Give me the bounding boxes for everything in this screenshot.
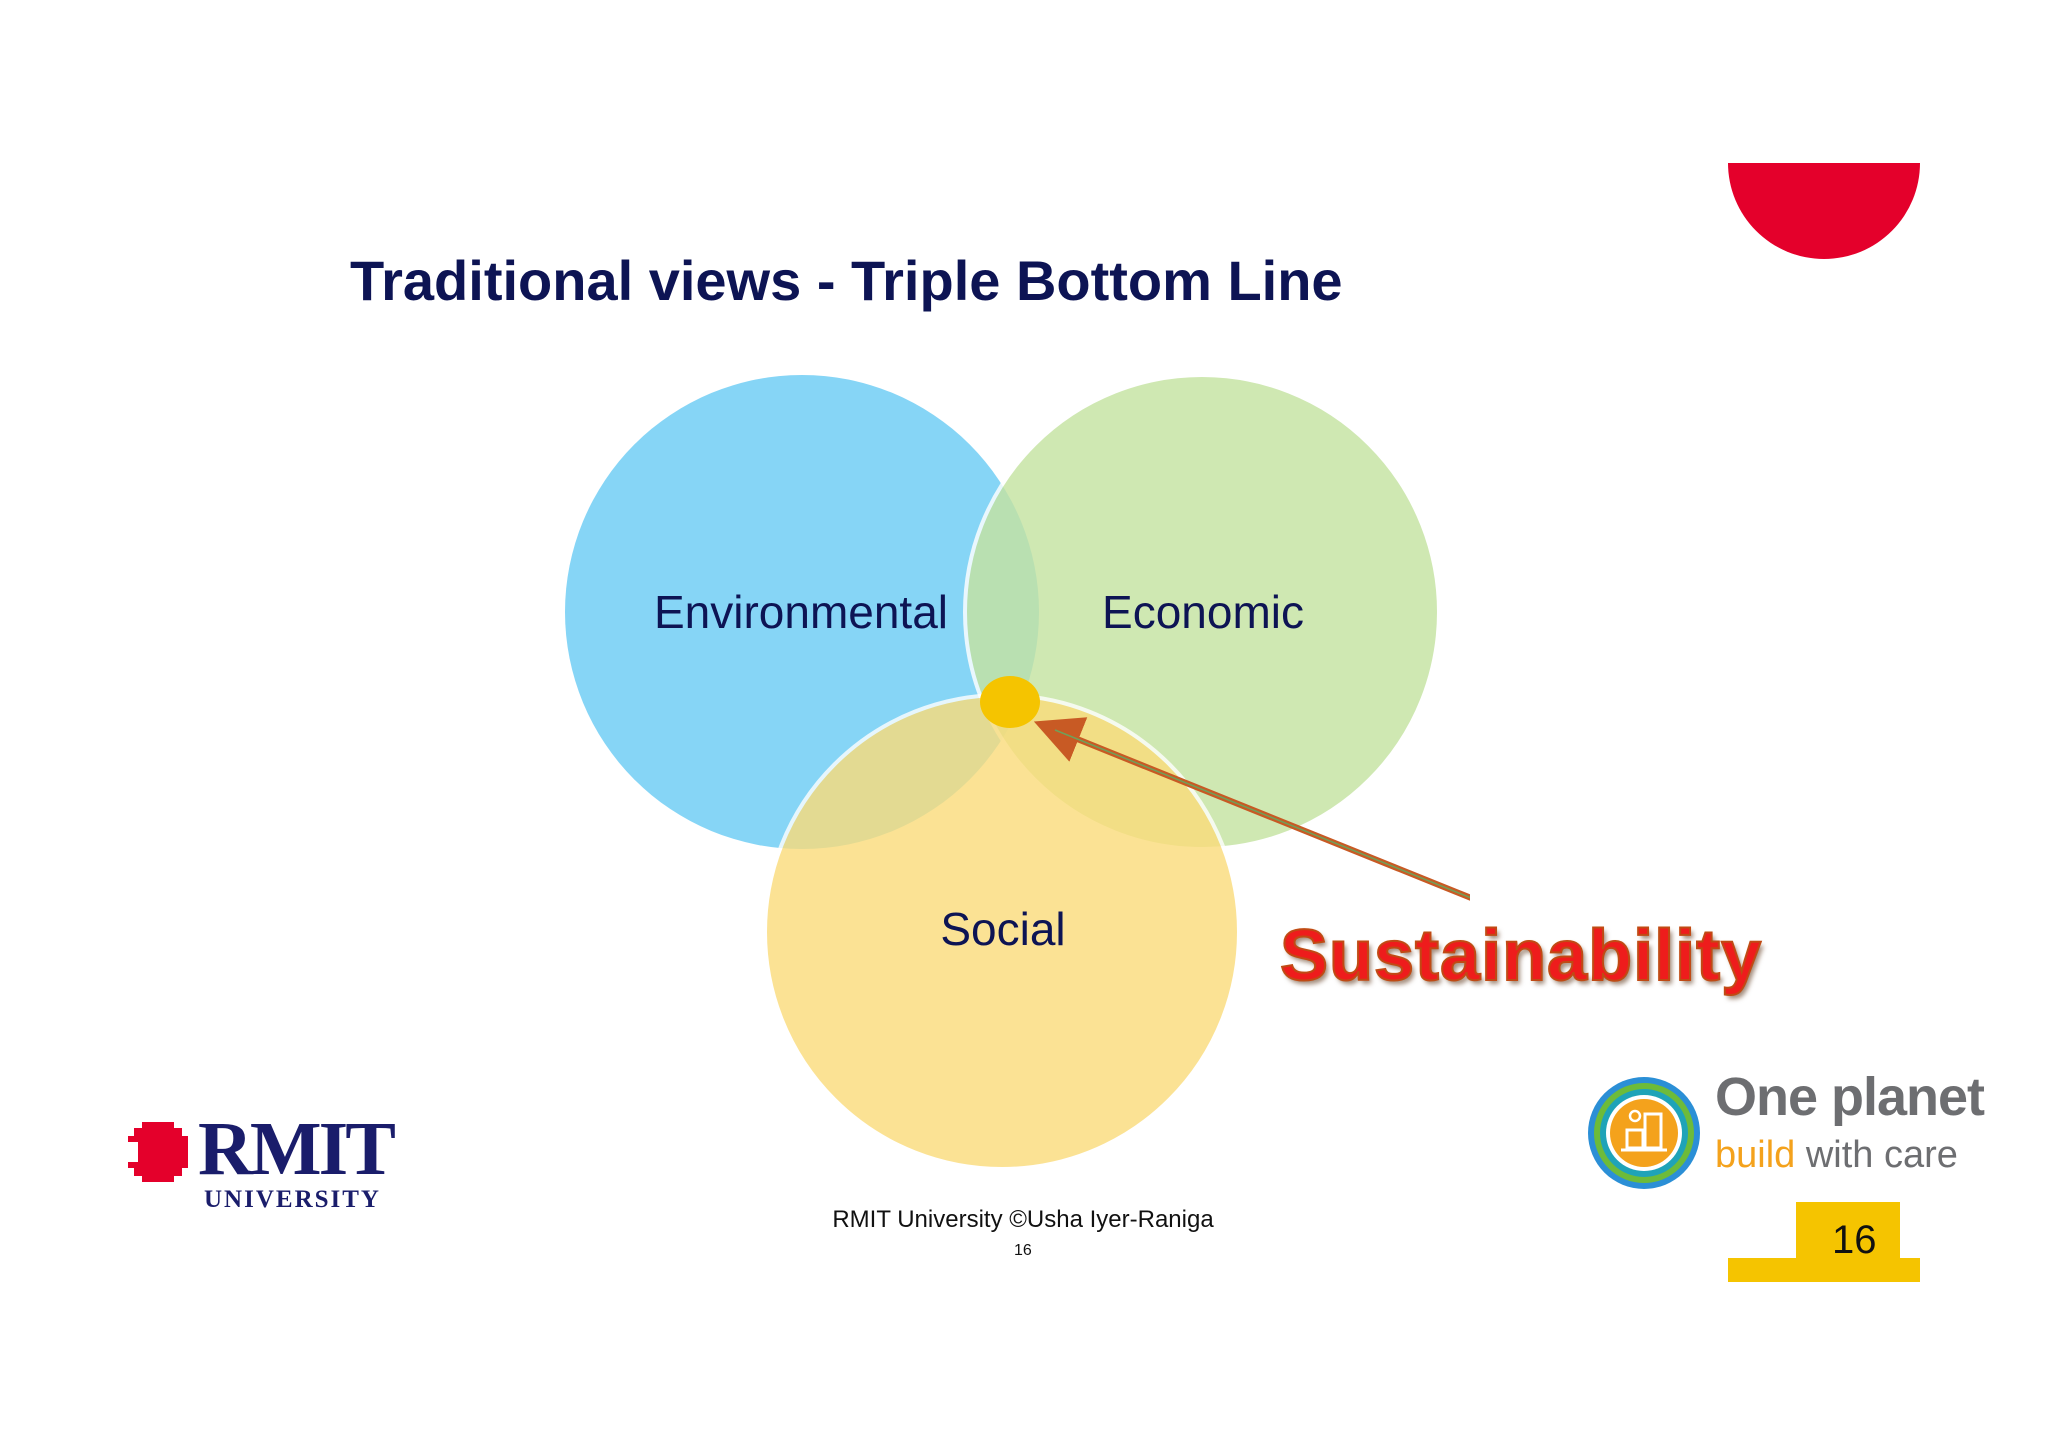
footer-credit: RMIT University ©Usha Iyer-Raniga xyxy=(0,1206,2048,1234)
red-accent-shape xyxy=(1728,163,1920,259)
one-planet-globe-icon xyxy=(1588,1077,1700,1189)
page-number-badge xyxy=(1728,1202,1920,1282)
sustainability-center-dot xyxy=(980,676,1040,728)
rmit-logo: RMIT UNIVERSITY xyxy=(128,1107,396,1220)
page-number: 16 xyxy=(1832,1218,1877,1262)
sustainability-callout: Sustainability xyxy=(1279,915,1763,997)
footer-credit-text: RMIT University ©Usha Iyer-Raniga xyxy=(832,1206,1214,1233)
tagline-with-care: with care xyxy=(1805,1134,1958,1176)
tagline-build: build xyxy=(1715,1134,1796,1176)
one-planet-title: One planet xyxy=(1715,1067,1985,1127)
one-planet-tagline: build with care xyxy=(1715,1134,1958,1177)
rmit-university-text: UNIVERSITY xyxy=(204,1186,381,1213)
rmit-wordmark: RMIT xyxy=(198,1107,396,1191)
footer-page-number: 16 xyxy=(1014,1242,1032,1259)
rmit-pixel-mark-icon xyxy=(128,1122,188,1182)
social-label: Social xyxy=(940,903,1066,955)
venn-diagram xyxy=(565,373,1470,1171)
one-planet-logo: One planet build with care xyxy=(1585,1067,1985,1192)
economic-label: Economic xyxy=(1102,586,1304,638)
slide-title: Traditional views - Triple Bottom Line xyxy=(350,249,1343,312)
environmental-label: Environmental xyxy=(653,586,949,638)
callout-arrow-highlight xyxy=(1054,729,1470,899)
